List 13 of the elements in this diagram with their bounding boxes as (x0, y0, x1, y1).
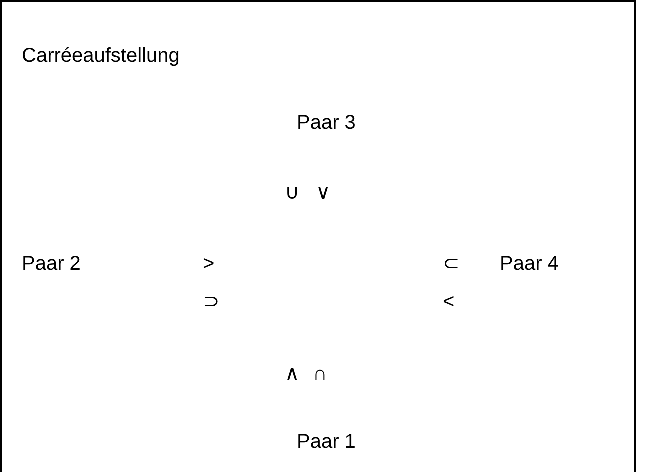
dancer-symbol: ⊃ (203, 291, 220, 313)
dancer-symbol: > (203, 253, 215, 275)
dancer-symbol: < (443, 291, 455, 313)
heading: Carréeaufstellung (22, 45, 180, 67)
dancer-symbol: ∨ (316, 182, 331, 204)
dancer-symbol: ∩ (313, 363, 328, 385)
couple-label: Paar 3 (297, 112, 356, 134)
dancer-symbol: ∧ (285, 363, 300, 385)
dancer-symbol: ∪ (285, 182, 300, 204)
couple-label: Paar 1 (297, 431, 356, 453)
dancer-symbol: ⊂ (443, 253, 460, 275)
couple-label: Paar 4 (500, 253, 559, 275)
couple-label: Paar 2 (22, 253, 81, 275)
